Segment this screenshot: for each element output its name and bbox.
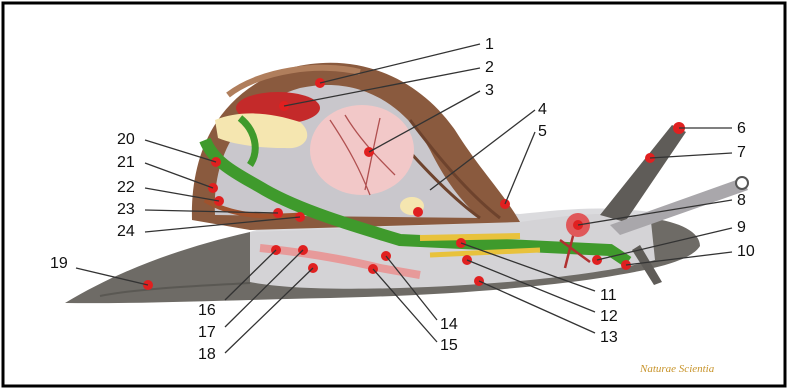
label-13: 13 <box>600 329 618 346</box>
label-15: 15 <box>440 337 458 354</box>
label-23: 23 <box>117 201 135 218</box>
label-12: 12 <box>600 308 618 325</box>
watermark: Naturae Scientia <box>639 363 715 375</box>
label-16: 16 <box>198 302 216 319</box>
label-22: 22 <box>117 179 135 196</box>
label-21: 21 <box>117 154 135 171</box>
label-11: 11 <box>600 287 617 304</box>
label-9: 9 <box>737 219 746 236</box>
label-24: 24 <box>117 223 135 240</box>
label-10: 10 <box>737 243 755 260</box>
label-3: 3 <box>485 82 494 99</box>
label-14: 14 <box>440 316 458 333</box>
label-7: 7 <box>737 144 746 161</box>
label-8: 8 <box>737 192 746 209</box>
label-19: 19 <box>50 255 68 272</box>
label-4: 4 <box>538 101 547 118</box>
label-5: 5 <box>538 123 547 140</box>
label-2: 2 <box>485 59 494 76</box>
lung <box>310 105 414 195</box>
label-1: 1 <box>485 36 494 53</box>
label-17: 17 <box>198 324 216 341</box>
label-18: 18 <box>198 346 216 363</box>
label-20: 20 <box>117 131 135 148</box>
label-6: 6 <box>737 120 746 137</box>
